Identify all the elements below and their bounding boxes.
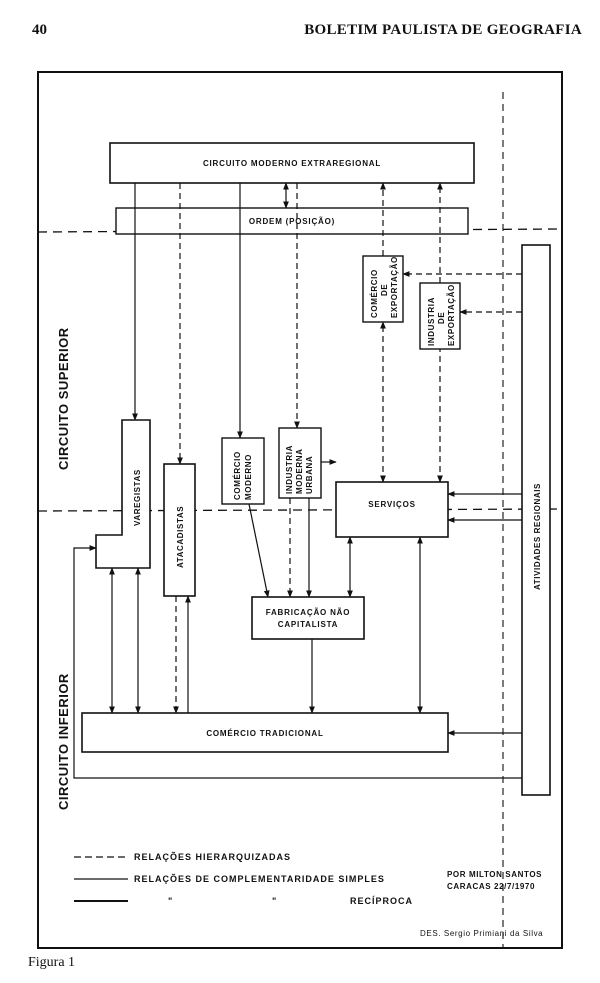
region-label-lower: CIRCUITO INFERIOR (56, 673, 71, 810)
journal-title: BOLETIM PAULISTA DE GEOGRAFIA (304, 22, 582, 38)
complementary-relations (73, 182, 522, 779)
node-label-line-3: EXPORTAÇÃO (447, 284, 456, 346)
hierarchical-relations (173, 182, 522, 714)
legend-ditto-1: " (168, 896, 173, 906)
middle-divider-line (37, 508, 563, 512)
legend-reciprocal-label: RECÍPROCA (350, 896, 413, 906)
node-label-line-2: MODERNA (295, 448, 304, 494)
figure-frame (37, 71, 563, 949)
node-label-line-1: INDUSTRIA (427, 297, 436, 346)
node-ordem-posicao: ORDEM (POSIÇÃO) (115, 207, 469, 235)
legend: RELAÇÕES HIERARQUIZADAS RELAÇÕES DE COMP… (74, 852, 413, 906)
author-line-1: POR MILTON SANTOS (447, 870, 542, 879)
node-industria-moderna-urbana: INDUSTRIA MODERNA URBANA (278, 427, 322, 499)
region-label-upper: CIRCUITO SUPERIOR (56, 327, 71, 470)
node-comercio-tradicional: COMÉRCIO TRADICIONAL (81, 712, 449, 753)
page-number: 40 (32, 22, 47, 38)
legend-dashed-label: RELAÇÕES HIERARQUIZADAS (134, 852, 291, 862)
node-label-line-2: DE (380, 284, 389, 296)
node-label-line-2: MODERNO (244, 454, 253, 500)
node-label-line-1: FABRICAÇÃO NÃO (266, 608, 351, 617)
node-label-line-1: COMÉRCIO (233, 451, 242, 500)
node-label: SERVIÇOS (368, 500, 416, 509)
link-regionais-varegistas-loop (73, 545, 522, 779)
node-label: ORDEM (POSIÇÃO) (249, 217, 335, 226)
node-label-line-1: COMÉRCIO (370, 269, 379, 318)
figure-caption: Figura 1 (28, 955, 76, 970)
node-industria-exportacao: INDUSTRIA DE EXPORTAÇÃO (419, 282, 461, 350)
node-label: ATIVIDADES REGIONAIS (533, 483, 542, 590)
author-line-2: CARACAS 22/7/1970 (447, 882, 535, 891)
node-label-line-1: INDUSTRIA (285, 445, 294, 494)
node-label-line-2: DE (437, 312, 446, 324)
legend-solid-label: RELAÇÕES DE COMPLEMENTARIDADE SIMPLES (134, 874, 385, 884)
node-servicos: SERVIÇOS (335, 481, 449, 538)
legend-ditto-2: " (272, 896, 277, 906)
node-circuito-moderno-extraregional: CIRCUITO MODERNO EXTRAREGIONAL (109, 142, 475, 184)
node-comercio-exportacao: COMÉRCIO DE EXPORTAÇÃO (362, 255, 404, 323)
node-label: ATACADISTAS (176, 506, 185, 568)
drafter-credit: DES. Sergio Primiani da Silva (420, 929, 543, 938)
node-atividades-regionais: ATIVIDADES REGIONAIS (521, 244, 551, 796)
node-label: COMÉRCIO TRADICIONAL (206, 729, 323, 738)
link-comercio-moderno-fabricacao (248, 503, 270, 598)
node-atacadistas: ATACADISTAS (163, 463, 196, 597)
node-comercio-moderno: COMÉRCIO MODERNO (221, 437, 265, 505)
node-label-line-3: EXPORTAÇÃO (390, 256, 399, 318)
node-label-line-2: CAPITALISTA (278, 620, 339, 629)
node-label: VAREGISTAS (133, 469, 142, 526)
node-varegistas: VAREGISTAS (95, 419, 151, 569)
node-label: CIRCUITO MODERNO EXTRAREGIONAL (203, 159, 381, 168)
node-fabricacao-nao-capitalista: FABRICAÇÃO NÃO CAPITALISTA (251, 596, 365, 640)
node-label-line-3: URBANA (305, 456, 314, 494)
